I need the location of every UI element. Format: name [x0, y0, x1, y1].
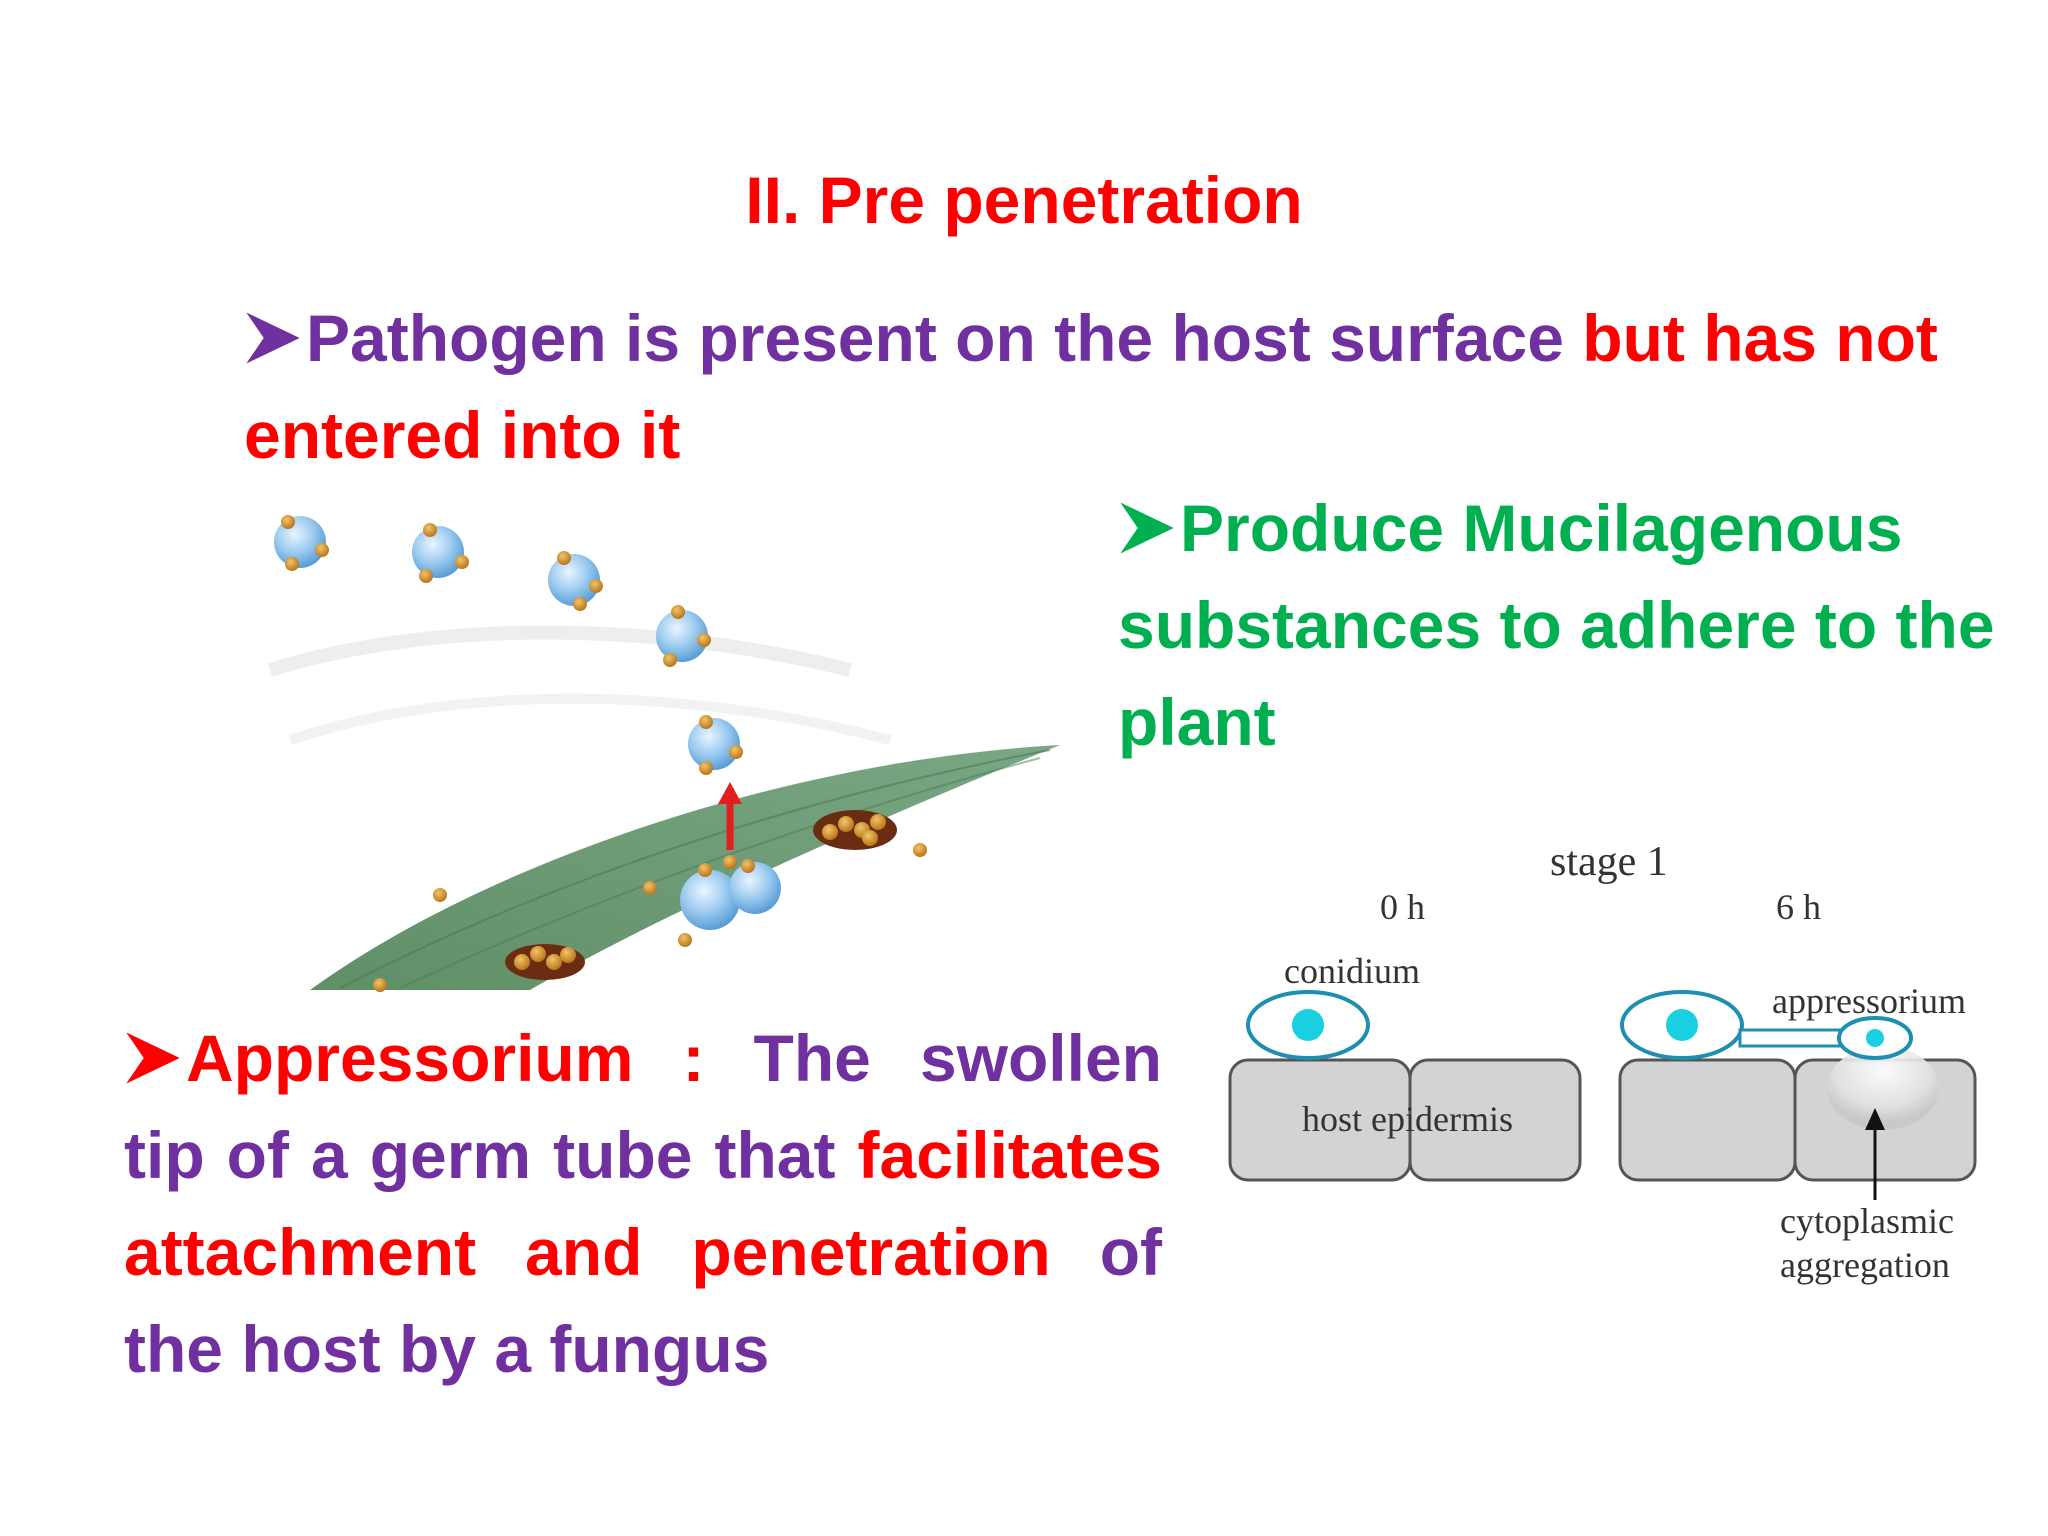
time-label-left: 0 h: [1380, 887, 1425, 927]
arrowhead-bullet-icon: [1120, 502, 1174, 554]
appressorium-label: appressorium: [1772, 981, 1966, 1021]
cytoplasmic-label-2: aggregation: [1780, 1245, 1950, 1285]
time-label-right: 6 h: [1776, 887, 1821, 927]
conidium-label: conidium: [1284, 951, 1420, 991]
appressorium-definition-3: of the host by a fungus: [124, 1215, 1162, 1386]
bullet-mucilagenous-text: Produce Mucilagenous substances to adher…: [1118, 491, 1995, 759]
appressorium-term: Appressorium: [186, 1021, 634, 1095]
bullet-mucilagenous: Produce Mucilagenous substances to adher…: [1118, 480, 2018, 771]
spore-landing-illustration: [267, 515, 1060, 992]
appressorium-definition-2: facilitates attachment and penetration: [124, 1118, 1162, 1289]
appressorium-diagram: stage 1 0 h 6 h conidium appressorium ho…: [1220, 820, 2000, 1320]
bullet-pathogen-emphasis: but has not entered into it: [244, 301, 1938, 472]
host-epidermis-label: host epidermis: [1302, 1099, 1513, 1139]
appressorium-definition-1: The swollen tip of a germ tube that: [124, 1021, 1162, 1192]
stage-label: stage 1: [1550, 839, 1668, 885]
slide-title: II. Pre penetration: [745, 163, 1303, 237]
lesion-cluster: [505, 810, 897, 980]
diagram-drawing: [1228, 990, 1977, 1200]
bullet-pathogen-text: Pathogen is present on the host surface: [306, 301, 1583, 375]
arrowhead-bullet-icon: [246, 312, 300, 364]
cytoplasmic-label-1: cytoplasmic: [1780, 1201, 1954, 1241]
bullet-appressorium: Appressorium : The swollen tip of a germ…: [124, 1010, 1162, 1398]
arrowhead-bullet-icon: [126, 1032, 180, 1084]
appressorium-separator: :: [633, 1021, 754, 1095]
airborne-spores: [274, 515, 743, 775]
bullet-pathogen-present: Pathogen is present on the host surface …: [244, 290, 1964, 484]
